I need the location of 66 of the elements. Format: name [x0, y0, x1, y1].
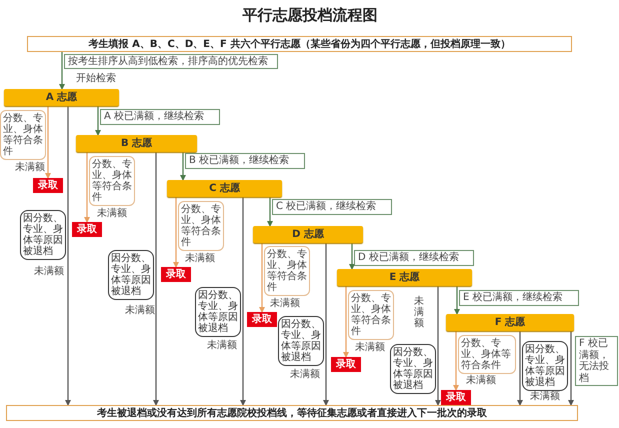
status-note: B 校已满额，继续检索 — [185, 153, 305, 168]
admission-box: 录取 — [441, 390, 471, 405]
status-label: 未满额 — [355, 342, 385, 353]
status-note: D 校已满额，继续检索 — [354, 250, 474, 266]
connector-arrow — [267, 197, 273, 227]
connector-arrow — [568, 331, 574, 406]
status-label: 未满额 — [290, 369, 320, 380]
status-label: 未满额 — [185, 253, 215, 264]
rejection-box: 因分数、专业、身体等原因被退档 — [195, 287, 241, 337]
connector-arrow — [180, 152, 186, 181]
status-note: E 校已满额，继续检索 — [459, 290, 579, 306]
admission-box: 录取 — [247, 312, 277, 327]
condition-box: 分数、专业、身体等符合条件 — [348, 290, 394, 340]
connector-arrow — [84, 152, 90, 223]
status-label: 未满额 — [34, 266, 64, 277]
rejection-box: 因分数、专业、身体等原因被退档 — [108, 250, 154, 300]
status-label: 未满额 — [530, 391, 560, 402]
rejection-box: 因分数、专业、身体等原因被退档 — [278, 316, 324, 366]
status-note: C 校已满额，继续检索 — [272, 199, 392, 214]
connector-arrow — [259, 243, 265, 313]
status-label: 未满额 — [207, 340, 237, 351]
status-note: A 校已满额，继续检索 — [100, 109, 220, 124]
choice-header: C 志愿 — [167, 180, 282, 197]
connector-arrow — [95, 106, 101, 136]
condition-box: 分数、专业、身体等符合条件 — [264, 246, 310, 296]
choice-header: D 志愿 — [253, 226, 363, 243]
connector-arrow — [435, 286, 441, 406]
admission-box: 录取 — [72, 222, 102, 237]
connector-arrow — [343, 286, 349, 358]
rejection-box: 因分数、专业、身体等原因被退档 — [20, 210, 66, 260]
choice-header: B 志愿 — [76, 135, 197, 152]
connector-arrow — [153, 152, 159, 406]
diagram-title: 平行志愿投档流程图 — [242, 5, 378, 26]
connector-arrow — [454, 286, 460, 315]
status-note: F 校已满额，无法投档 — [575, 336, 618, 386]
admission-box: 录取 — [161, 267, 191, 282]
choice-header: A 志愿 — [4, 89, 119, 106]
status-label: 未满额 — [414, 296, 424, 329]
connector-arrow — [349, 243, 355, 270]
condition-box: 分数、专业、身体等符合条件 — [458, 335, 516, 374]
rejection-box: 因分数、专业、身体等原因被退档 — [522, 341, 568, 391]
result-box: 考生被退档或没有达到所有志愿院校投档线，等待征集志愿或者直接进入下一批次的录取 — [6, 405, 578, 421]
intro-box: 考生填报 A、B、C、D、E、F 共六个平行志愿（某些省份为四个平行志愿，但投档原理一致） — [27, 36, 572, 52]
note-box: 按考生排序从高到低检索，排序高的优先检索 — [64, 54, 278, 69]
rejection-box: 因分数、专业、身体等原因被退档 — [390, 344, 436, 394]
status-label: 未满额 — [125, 305, 155, 316]
connector-arrow — [453, 331, 459, 391]
condition-box: 分数、专业、身体等符合条件 — [178, 201, 224, 251]
connector-arrow — [65, 106, 71, 406]
condition-box: 分数、专业、身体等符合条件 — [0, 110, 46, 160]
status-label: 开始检索 — [76, 73, 116, 84]
status-label: 未满额 — [270, 298, 300, 309]
choice-header: E 志愿 — [337, 269, 472, 286]
connector-arrow — [240, 197, 246, 406]
connector-arrow — [323, 243, 329, 406]
connector-arrow — [59, 52, 65, 90]
condition-box: 分数、专业、身体等符合条件 — [89, 156, 135, 206]
connector-arrow — [173, 197, 179, 268]
connector-arrow — [45, 106, 51, 179]
connector-arrow — [517, 331, 523, 406]
admission-box: 录取 — [331, 357, 361, 372]
status-label: 未满额 — [15, 162, 45, 173]
status-label: 未满额 — [97, 208, 127, 219]
status-label: 未满额 — [466, 375, 496, 386]
choice-header: F 志愿 — [446, 314, 574, 331]
admission-box: 录取 — [33, 178, 63, 193]
